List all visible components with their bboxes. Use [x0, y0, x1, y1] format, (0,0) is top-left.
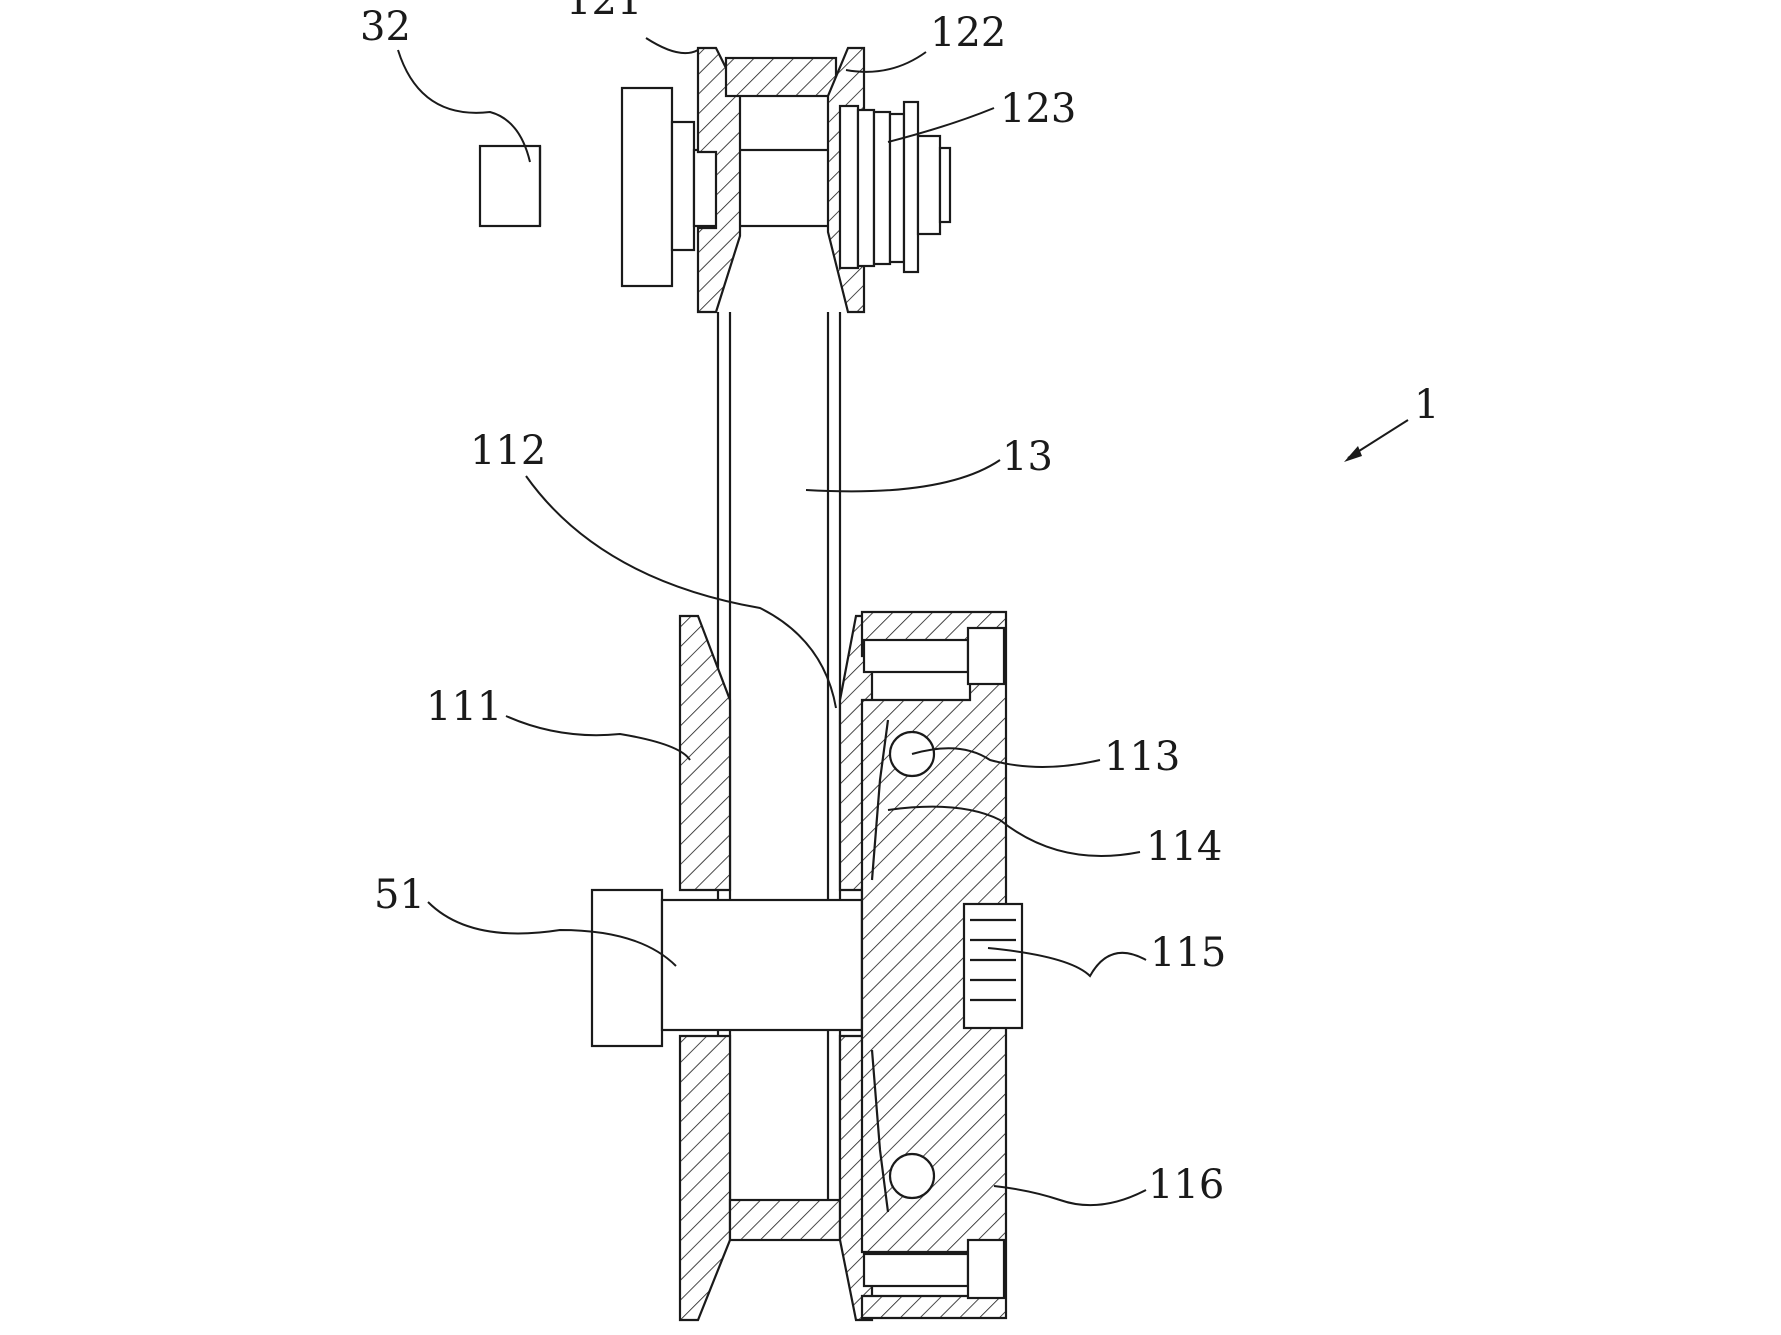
center-spring-115: [962, 902, 1024, 1030]
lower-fixed-flange-111: [678, 614, 732, 892]
upper-nut: [916, 134, 942, 236]
label-115: 115: [1150, 930, 1226, 976]
roller-weight-113-lower: [888, 1152, 936, 1200]
shaft-32: [478, 144, 542, 228]
label-112: 112: [470, 428, 546, 474]
crankshaft-51: [590, 888, 664, 1048]
lower-belt-seat: [728, 1198, 842, 1242]
upper-spring-123: [838, 100, 920, 274]
upper-hub: [724, 56, 838, 98]
lower-pulley-assembly: [590, 610, 1024, 1322]
label-13: 13: [1002, 434, 1053, 480]
label-121: 121: [566, 0, 642, 24]
label-116: 116: [1148, 1162, 1224, 1208]
housing-bolt-bottom: [862, 1252, 970, 1288]
label-111: 111: [426, 684, 502, 730]
label-32: 32: [360, 4, 411, 50]
label-1: 1: [1414, 382, 1439, 428]
label-113: 113: [1104, 734, 1180, 780]
label-122: 122: [930, 10, 1006, 56]
label-114: 114: [1146, 824, 1222, 870]
label-51: 51: [374, 872, 425, 918]
label-123: 123: [1000, 86, 1076, 132]
reference-labels: 121 32 122 123 1 112 13 111 113 114 51 1…: [360, 0, 1439, 1208]
ramp-plate-114: [870, 719, 890, 881]
housing-bolt-top: [862, 638, 970, 674]
shaft-collar: [620, 86, 674, 288]
leader-lines: [397, 37, 1409, 1207]
